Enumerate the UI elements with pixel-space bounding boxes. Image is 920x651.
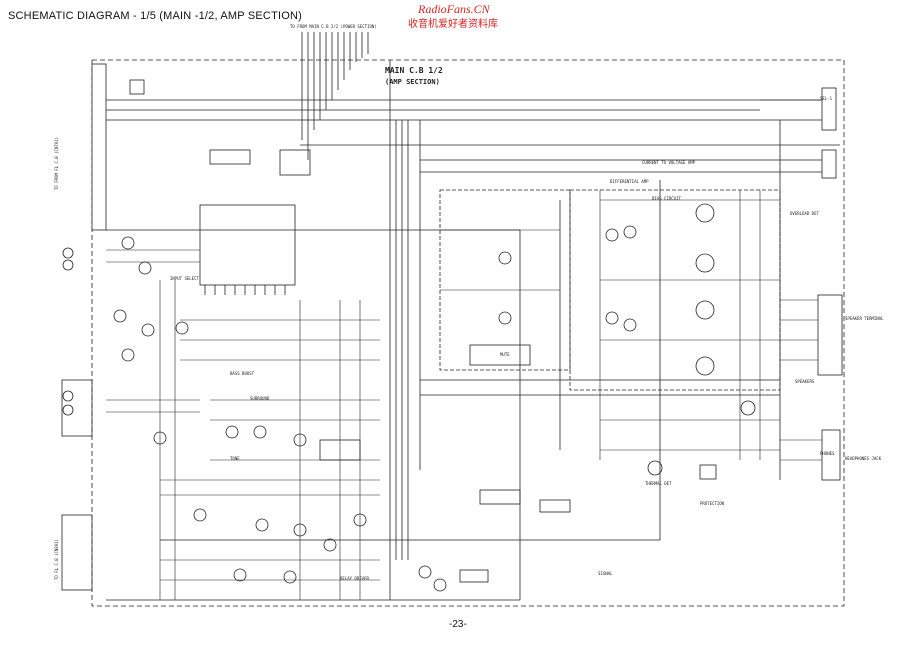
board-name: MAIN C.B 1/2: [385, 66, 443, 75]
transistor-q2: [695, 253, 715, 273]
page-number: -23-: [449, 619, 467, 630]
component-wiring: [106, 99, 822, 600]
watermark-chinese: 收音机爱好者资料库: [408, 19, 498, 30]
ic-input-selector: [199, 204, 296, 286]
mute-block: [469, 344, 531, 366]
block-speakers: SPEAKERS: [795, 379, 815, 384]
board-section: (AMP SECTION): [385, 78, 440, 86]
page-title: SCHEMATIC DIAGRAM - 1/5 (MAIN -1/2, AMP …: [8, 10, 303, 22]
block-bias-circuit: BIAS CIRCUIT: [652, 196, 681, 201]
transistor-q4: [695, 356, 715, 376]
watermark-english: RadioFans.CN: [418, 2, 490, 16]
amp-left-channel: [439, 189, 571, 371]
top-connector-label: TO FROM MAIN C.B 2/2 (POWER SECTION): [290, 24, 377, 29]
ic-pins: [204, 285, 286, 295]
block-input-select: INPUT SELECT: [170, 276, 199, 281]
top-bus-lines: [301, 32, 369, 160]
block-tone: TONE: [230, 456, 240, 461]
right-connector-top: [821, 87, 837, 131]
transistor-q1: [695, 203, 715, 223]
block-mute: MUTE: [500, 352, 510, 357]
board-outline: [91, 59, 845, 607]
left-connector-main: [91, 63, 107, 231]
connector-right-top-label: SEL-1: [820, 96, 833, 101]
block-differential-amp: DIFFERENTIAL AMP: [610, 179, 649, 184]
block-protection: PROTECTION: [700, 501, 725, 506]
small-components: [129, 79, 717, 583]
vertical-rails: [389, 60, 781, 600]
right-connector-second: [821, 149, 837, 179]
right-connector-headphones: [821, 429, 841, 481]
signal-rails: [106, 99, 840, 601]
block-bass-boost: BASS BOOST: [230, 371, 255, 376]
connector-right-speakers-label: SPEAKER TERMINAL: [845, 316, 884, 321]
input-jack-1: [62, 247, 74, 259]
block-voltage-amp: CURRENT TO VOLTAGE AMP: [642, 160, 696, 165]
transistor-q5: [740, 400, 756, 416]
input-jack-3: [62, 390, 74, 402]
input-jack-2: [62, 259, 74, 271]
block-headphones: PHONES: [820, 451, 835, 456]
block-relay-driver: RELAY DRIVER: [340, 576, 369, 581]
transistor-q3: [695, 300, 715, 320]
amp-output-stage: [569, 189, 781, 391]
connector-left-main-label: TO FROM FL C.B (CN701): [54, 137, 59, 190]
connector-left-lower-label: TO FL C.B (CN801): [54, 539, 59, 580]
input-jack-4: [62, 404, 74, 416]
block-overload-det: OVERLOAD DET: [790, 211, 819, 216]
left-connector-middle: [61, 379, 93, 437]
block-surround: SURROUND: [250, 396, 270, 401]
transistor-q6: [647, 460, 663, 476]
right-connector-speaker: [817, 294, 843, 376]
block-thermal-det: THERMAL DET: [645, 481, 672, 486]
connector-right-headphones-label: HEADPHONES JACK: [845, 456, 882, 461]
left-connector-lower: [61, 514, 93, 591]
legend-label: SIGNAL: [598, 571, 613, 576]
